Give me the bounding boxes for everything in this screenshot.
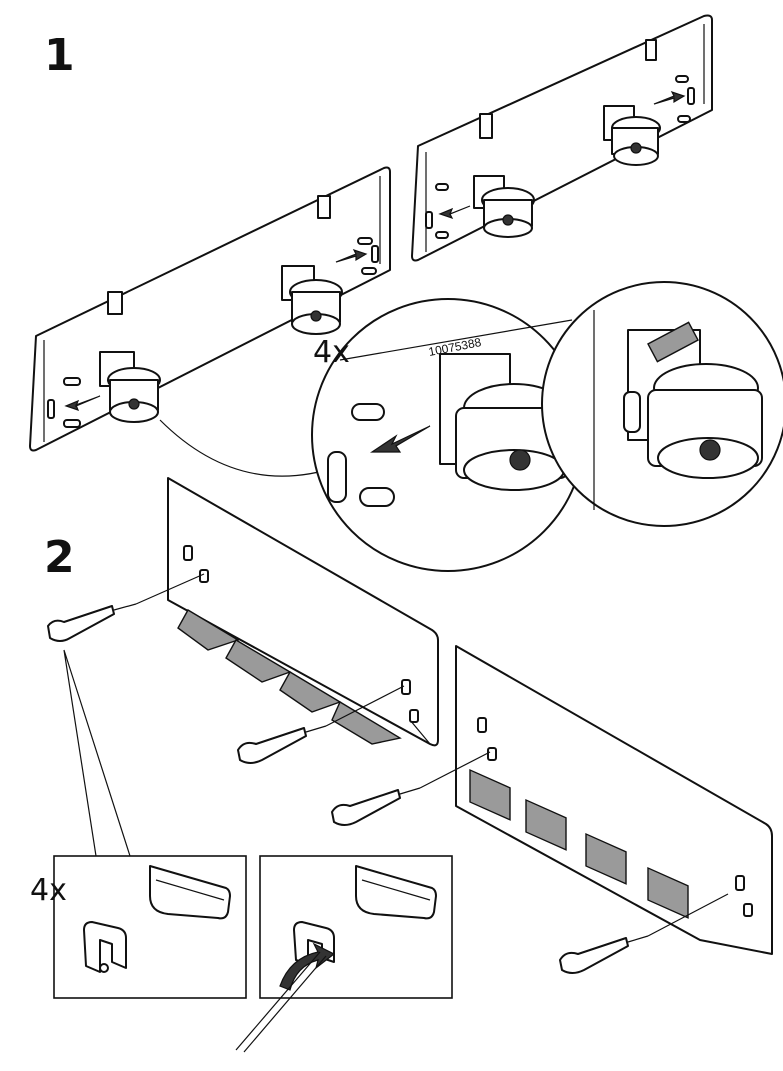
panel-left bbox=[167, 477, 439, 747]
caster-left-a bbox=[99, 351, 161, 423]
caster-right-b bbox=[603, 105, 661, 166]
detail-box-2 bbox=[235, 855, 453, 1053]
detail-box-1 bbox=[53, 855, 247, 999]
screwdriver-icon bbox=[331, 751, 491, 826]
caster-right-a bbox=[473, 175, 535, 238]
caster-left-b bbox=[281, 265, 343, 335]
screwdriver-icon bbox=[559, 893, 729, 974]
screwdriver-icon bbox=[237, 685, 405, 764]
screwdriver-icon bbox=[47, 573, 205, 642]
arrow-icon bbox=[64, 248, 368, 411]
quantity-label: 4x bbox=[313, 335, 350, 370]
quantity-label: 4x bbox=[30, 873, 67, 908]
step-2-number: 2 bbox=[44, 532, 75, 583]
detail-circle-1 bbox=[311, 298, 585, 572]
detail-circle-2 bbox=[541, 281, 783, 527]
step-1-number: 1 bbox=[44, 30, 75, 81]
panel-right bbox=[455, 645, 773, 955]
rail-right bbox=[411, 14, 713, 262]
arrow-icon bbox=[438, 90, 686, 220]
